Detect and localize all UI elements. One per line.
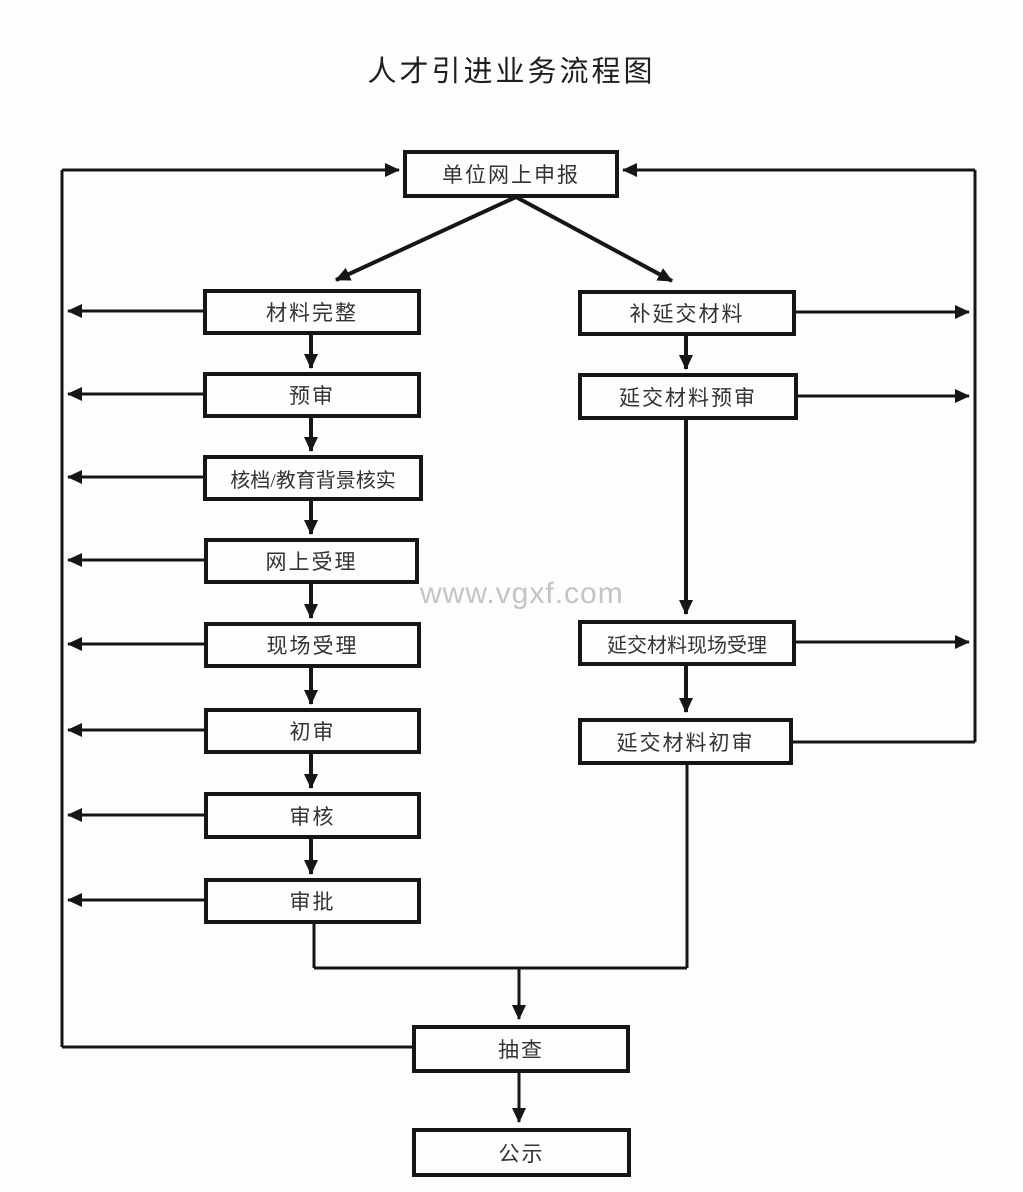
- node-deferred-materials-pre-review: 延交材料预审: [578, 373, 798, 420]
- node-review: 审核: [204, 792, 421, 839]
- node-deferred-materials-onsite-acceptance: 延交材料现场受理: [578, 620, 796, 666]
- watermark: www.vgxf.com: [420, 577, 624, 610]
- edge-top-to-materials-complete: [335, 195, 517, 282]
- node-initial-review: 初审: [204, 708, 421, 754]
- node-spot-check: 抽查: [412, 1025, 630, 1073]
- node-unit-online-declaration: 单位网上申报: [403, 150, 619, 198]
- node-file-check-education-verification: 核档/教育背景核实: [203, 455, 423, 501]
- node-deferred-materials-initial-review: 延交材料初审: [578, 718, 793, 765]
- node-supplement-deferred-materials: 补延交材料: [578, 290, 796, 336]
- node-onsite-acceptance: 现场受理: [204, 622, 421, 668]
- edge-top-to-supplement-materials: [515, 195, 673, 283]
- node-public-notice: 公示: [412, 1128, 631, 1177]
- node-pre-review: 预审: [203, 372, 421, 418]
- node-online-acceptance: 网上受理: [204, 538, 419, 584]
- diagram-title: 人才引进业务流程图: [367, 56, 656, 88]
- node-approval: 审批: [204, 878, 421, 924]
- node-materials-complete: 材料完整: [203, 289, 421, 335]
